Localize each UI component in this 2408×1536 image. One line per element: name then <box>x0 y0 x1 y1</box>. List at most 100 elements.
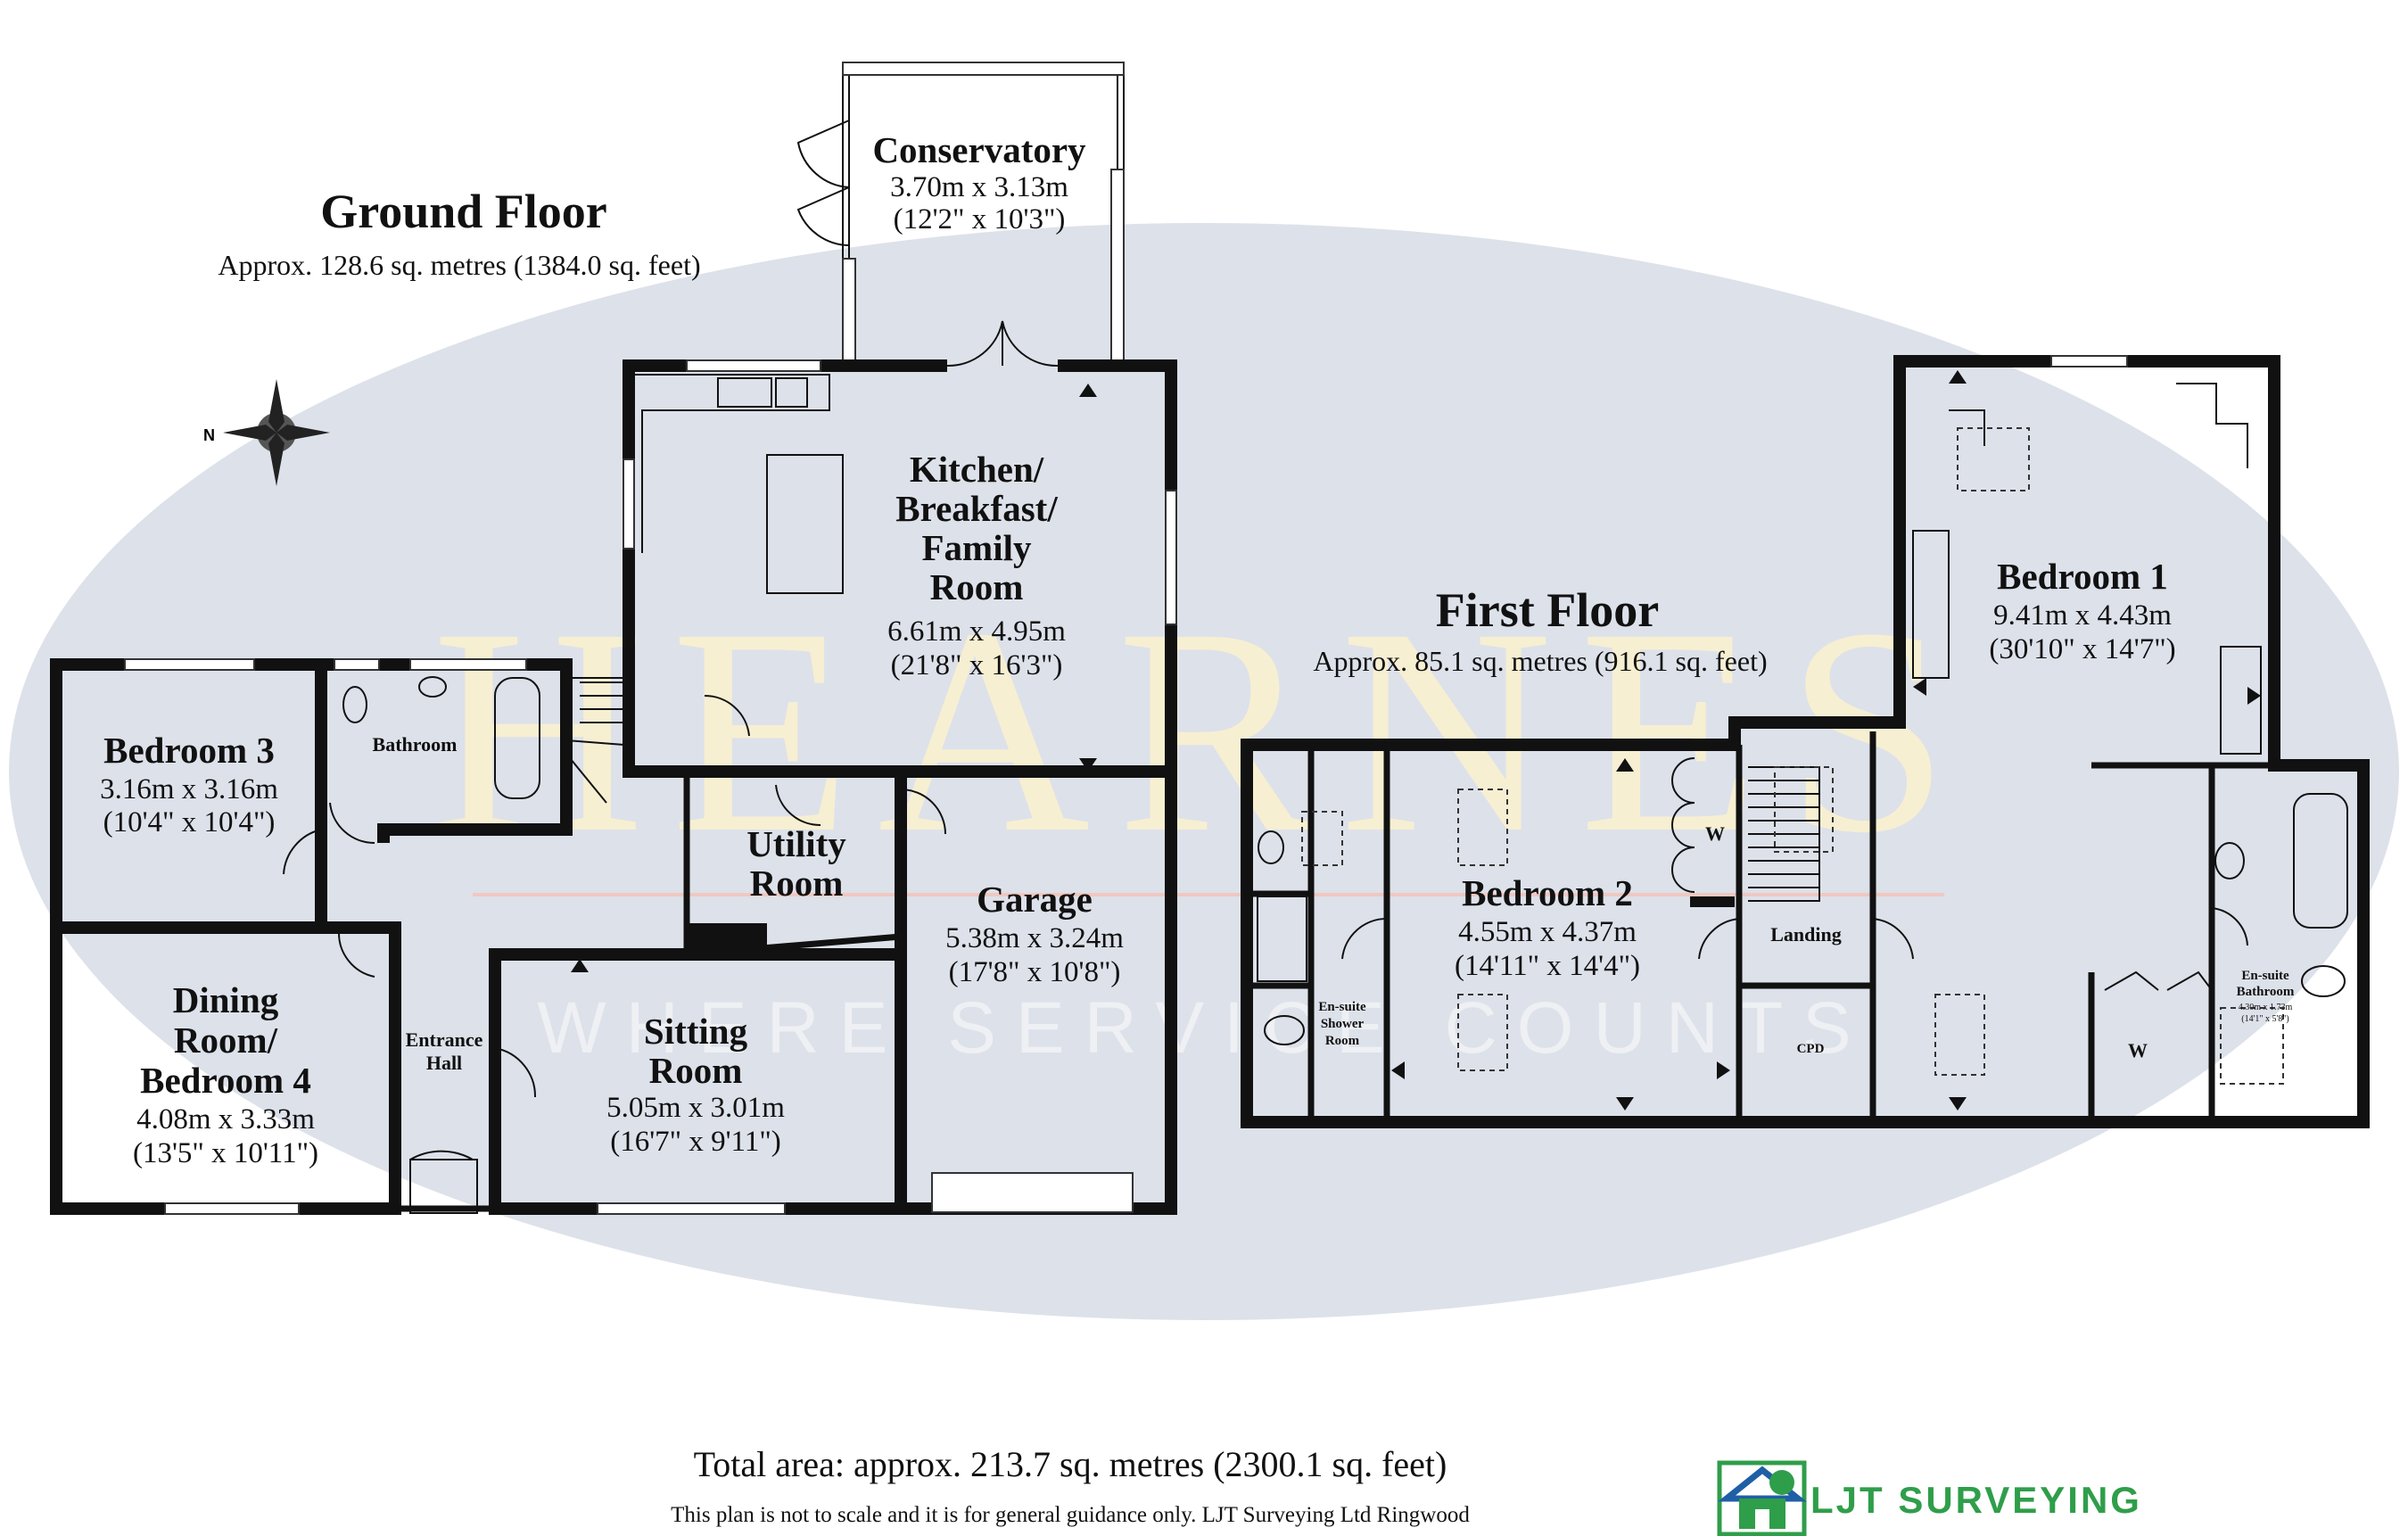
kitchen-label-3: Family <box>922 527 1032 568</box>
hall-label-1: Entrance <box>406 1028 483 1051</box>
bedroom3-dim-m: 3.16m x 3.16m <box>100 773 278 805</box>
watermark-oval <box>9 223 2399 1320</box>
kitchen-window-left <box>623 458 635 549</box>
wardrobe-label-landing: W <box>2128 1039 2148 1061</box>
dining-label-3: Bedroom 4 <box>140 1060 311 1101</box>
kitchen-arrow-bottom <box>1079 758 1097 772</box>
bedroom1-dim-ft: (30'10" x 14'7") <box>1989 633 2175 665</box>
ensuite-shower-label-2: Shower <box>1321 1017 1365 1031</box>
ensuite-bath-basin-icon <box>2214 842 2245 879</box>
ensuite-basin-icon <box>1258 830 1284 864</box>
ensuite-bath-label-1: En-suite <box>2241 969 2289 983</box>
compass-icon: N <box>203 379 330 486</box>
conservatory-dim-ft: (12'2" x 10'3") <box>894 203 1066 235</box>
dining-label-2: Room/ <box>174 1020 278 1061</box>
kitchen-dim-m: 6.61m x 4.95m <box>887 615 1066 648</box>
wardrobe-doors <box>1671 757 1695 893</box>
dining-label-1: Dining <box>173 979 279 1020</box>
kitchen-window-top <box>686 359 821 372</box>
bedroom1-arrow-top <box>1949 370 1967 384</box>
ensuite-bath-dim-ft: (14'1" x 5'8") <box>2241 1014 2288 1024</box>
bedroom1-arrow-right <box>2247 687 2261 705</box>
dining-dim-m: 4.08m x 3.33m <box>136 1103 315 1135</box>
kitchen-window-right <box>1165 490 1177 625</box>
landing-arrow-bottom <box>1949 1097 1967 1111</box>
kitchen-french-doors <box>946 320 1059 367</box>
kitchen-island <box>766 454 844 594</box>
ensuite-bath-icon <box>2293 793 2348 929</box>
door-swings-first <box>1341 907 2248 991</box>
ensuite-rooflight <box>1301 811 1343 866</box>
garage-label: Garage <box>977 879 1093 920</box>
ensuite-bath-label-2: Bathroom <box>2237 985 2295 999</box>
bedroom3-dim-ft: (10'4" x 10'4") <box>103 806 276 838</box>
stair-rooflight <box>1774 766 1834 853</box>
watermark-tagline: WHERE SERVICE COUNTS <box>537 987 1871 1069</box>
ensuite-shower-label-1: En-suite <box>1318 1000 1366 1014</box>
utility-label-2: Room <box>750 863 844 904</box>
first-floor-title: First Floor <box>1436 583 1659 637</box>
landing-rooflight <box>1934 994 1985 1076</box>
first-floor-stairs <box>1748 766 1820 902</box>
bedroom2-dim-m: 4.55m x 4.37m <box>1458 916 1637 948</box>
conservatory-dim-m: 3.70m x 3.13m <box>890 171 1068 203</box>
conservatory-window-left <box>842 258 856 367</box>
sitting-label-2: Room <box>649 1050 743 1091</box>
conservatory-label: Conservatory <box>872 129 1086 170</box>
kitchen-dim-ft: (21'8" x 16'3") <box>891 649 1063 681</box>
watermark-brand: HEARNES <box>432 568 1976 894</box>
bedroom1-arrow-left <box>1913 678 1926 696</box>
bedroom2-rooflight-top <box>1457 789 1508 866</box>
wardrobe-label-bedroom2: W <box>1705 822 1725 845</box>
hall-label-2: Hall <box>426 1052 462 1074</box>
dining-window <box>164 1202 300 1215</box>
sitting-label-1: Sitting <box>644 1011 748 1052</box>
bedroom1-dormers <box>1912 383 2262 755</box>
sitting-arrow <box>571 959 589 972</box>
house-logo-icon <box>1717 1460 1807 1536</box>
shower-tray-icon <box>1257 896 1307 982</box>
ensuite-bath-toilet-icon <box>2301 965 2346 997</box>
utility-label-1: Utility <box>746 823 846 864</box>
front-door-swing <box>409 1150 474 1160</box>
disclaimer: This plan is not to scale and it is for … <box>671 1503 1470 1527</box>
bedroom3-window <box>124 658 255 671</box>
bedroom1-dim-m: 9.41m x 4.43m <box>1993 599 2172 632</box>
bedroom2-arrow-left <box>1391 1061 1405 1079</box>
bedroom1-label: Bedroom 1 <box>1997 556 2168 597</box>
sitting-window <box>597 1202 786 1215</box>
bathroom-window <box>409 658 527 671</box>
watermark: HEARNES WHERE SERVICE COUNTS <box>9 223 2399 1320</box>
kitchen-arrow-top <box>1079 384 1097 397</box>
bath-icon <box>494 677 540 799</box>
kitchen-label-1: Kitchen/ <box>910 449 1044 490</box>
basin-icon <box>418 676 447 698</box>
kitchen-label-2: Breakfast/ <box>895 488 1058 529</box>
bedroom2-arrow-top <box>1616 758 1634 772</box>
sitting-dim-ft: (16'7" x 9'11") <box>610 1126 781 1158</box>
hob-icon <box>775 377 808 408</box>
bathroom-label: Bathroom <box>373 733 458 756</box>
ensuite-bath-dim: 4.30m x 1.73m <box>2239 1003 2293 1012</box>
total-area: Total area: approx. 213.7 sq. metres (23… <box>694 1444 1447 1484</box>
bedroom1-window <box>2050 355 2128 367</box>
ensuite-shower-label-3: Room <box>1325 1034 1360 1048</box>
landing-label: Landing <box>1770 923 1842 946</box>
ground-floor-area: Approx. 128.6 sq. metres (1384.0 sq. fee… <box>218 249 700 281</box>
garage-door <box>931 1172 1134 1213</box>
first-floor-plan: First Floor Approx. 85.1 sq. metres (916… <box>1241 355 2370 1128</box>
ensuite-toilet-icon <box>1264 1015 1305 1045</box>
sitting-dim-m: 5.05m x 3.01m <box>606 1092 785 1124</box>
ground-stairs <box>565 677 625 804</box>
toilet-icon <box>342 686 367 723</box>
ensuite-bath-rooflight <box>2220 1007 2284 1085</box>
wardrobe-block <box>1690 896 1735 907</box>
bedroom2-rooflight-bottom <box>1457 994 1508 1071</box>
front-door <box>409 1159 478 1214</box>
compass-label: N <box>203 426 215 444</box>
ground-floor-title: Ground Floor <box>320 185 607 238</box>
bedroom2-dim-ft: (14'11" x 14'4") <box>1455 950 1640 982</box>
garage-dim-ft: (17'8" x 10'8") <box>949 956 1121 988</box>
garage-dim-m: 5.38m x 3.24m <box>945 922 1124 954</box>
